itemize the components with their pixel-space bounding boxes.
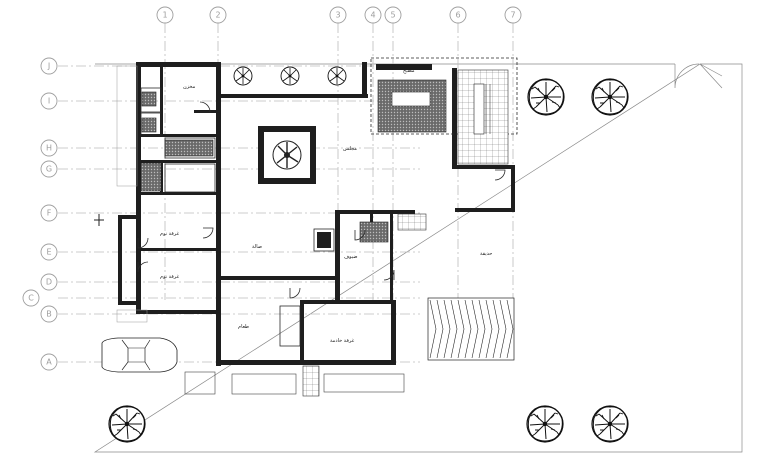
grid-bubble-label: 6: [455, 11, 460, 20]
grid-bubble-row: G: [40, 160, 58, 178]
grid-bubble-row: E: [40, 243, 58, 261]
grid-bubble-column: 7: [504, 6, 522, 24]
grid-bubble-column: 6: [449, 6, 467, 24]
room-label-majlis: مجلس: [343, 146, 357, 152]
grid-bubble-column: 1: [156, 6, 174, 24]
grid-bubble-row: H: [40, 139, 58, 157]
tree-icon: [108, 405, 146, 443]
door-swings: [137, 101, 506, 299]
grid-bubble-label: 5: [390, 11, 395, 20]
grid-bubble-row: F: [40, 204, 58, 222]
room-label-guest: ضيوف: [344, 254, 358, 260]
grid-bubble-label: J: [47, 62, 50, 71]
entrance-ramp: [427, 297, 515, 361]
stair-block: [457, 69, 509, 165]
tree-icon: [527, 78, 565, 116]
shrub-icon: [327, 66, 347, 86]
room-label-bedroom-2: غرفة نوم: [160, 274, 179, 280]
room-label-store: مخزن: [183, 84, 196, 90]
grid-bubble-column: 2: [209, 6, 227, 24]
grid-bubble-row: I: [40, 92, 58, 110]
grid-bubble-label: 7: [510, 11, 515, 20]
shrub-icon: [280, 66, 300, 86]
shrub-icon: [233, 66, 253, 86]
fixtures: [94, 65, 427, 397]
grid-bubble-label: C: [28, 294, 34, 303]
kitchen-area: مطبخ: [370, 57, 518, 135]
grid-bubble-label: 3: [335, 11, 340, 20]
grid-bubble-label: F: [47, 209, 52, 218]
grid-bubble-row: B: [40, 305, 58, 323]
tree-icon: [591, 405, 629, 443]
grid-bubble-label: E: [46, 248, 51, 257]
room-label-dining: طعام: [238, 324, 249, 330]
grid-bubble-column: 5: [384, 6, 402, 24]
courtyard-fountain: [258, 126, 316, 184]
room-label-garden: حديقة: [480, 251, 492, 257]
grid-bubble-row: A: [40, 353, 58, 371]
grid-bubble-label: A: [46, 358, 52, 367]
tree-icon: [526, 405, 564, 443]
room-label-bedroom-1: غرفة نوم: [160, 231, 179, 237]
grid-bubble-row: J: [40, 57, 58, 75]
tree-icon: [591, 78, 629, 116]
room-label-maid: غرفة خادمة: [330, 338, 355, 344]
grid-bubble-label: D: [46, 278, 52, 287]
car-icon: [101, 337, 178, 373]
exterior-walls: [118, 62, 515, 366]
grid-bubble-label: G: [46, 165, 52, 174]
room-label-kitchen: مطبخ: [403, 68, 415, 74]
room-label-living: صالة: [252, 244, 262, 250]
grid-bubble-label: I: [48, 97, 50, 106]
grid-bubble-column: 4: [364, 6, 382, 24]
grid-bubble-row: D: [40, 273, 58, 291]
grid-bubbles: 1 2 3 4 5 6 7J I H G F E D C B A: [22, 6, 522, 371]
grid-bubble-row: C: [22, 289, 40, 307]
grid-bubble-label: H: [46, 144, 52, 153]
grid-bubble-label: B: [46, 310, 52, 319]
room-labels: صالة مجلس غرفة نوم غرفة نوم طعام ضيوف غر…: [160, 84, 492, 344]
grid-bubble-column: 3: [329, 6, 347, 24]
grid-bubble-label: 1: [162, 11, 167, 20]
grid-bubble-label: 4: [370, 11, 375, 20]
grid-bubble-label: 2: [215, 11, 220, 20]
